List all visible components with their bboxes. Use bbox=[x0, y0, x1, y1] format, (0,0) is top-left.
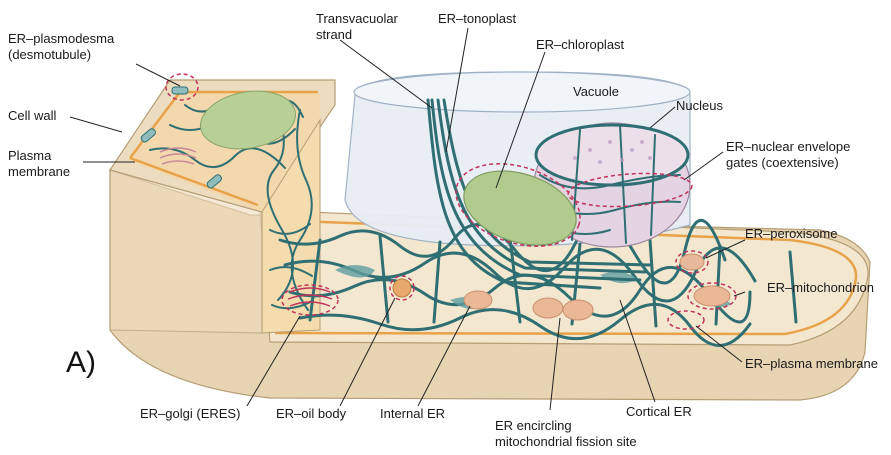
label-er-peroxisome: ER–peroxisome bbox=[745, 226, 838, 241]
label-vacuole: Vacuole bbox=[573, 84, 619, 99]
label-er-chloroplast: ER–chloroplast bbox=[536, 37, 625, 52]
label-er-plasmodesma: ER–plasmodesma bbox=[8, 31, 115, 46]
label-fission-site: mitochondrial fission site bbox=[495, 434, 637, 449]
label-plasma: Plasma bbox=[8, 148, 52, 163]
label-er-mitochondrion: ER–mitochondrion bbox=[767, 280, 874, 295]
label-strand: strand bbox=[316, 27, 352, 42]
label-er-nuclear-envelope: ER–nuclear envelope bbox=[726, 139, 850, 154]
label-er-tonoplast: ER–tonoplast bbox=[438, 11, 516, 26]
label-er-plasma-membrane: ER–plasma membrane bbox=[745, 356, 878, 371]
label-er-encircling: ER encircling bbox=[495, 418, 572, 433]
label-transvacuolar: Transvacuolar bbox=[316, 11, 399, 26]
label-er-golgi: ER–golgi (ERES) bbox=[140, 406, 240, 421]
label-membrane: membrane bbox=[8, 164, 70, 179]
panel-label: A) bbox=[66, 346, 96, 379]
label-gates-coextensive: gates (coextensive) bbox=[726, 155, 839, 170]
label-cell-wall: Cell wall bbox=[8, 108, 57, 123]
label-internal-er: Internal ER bbox=[380, 406, 445, 421]
label-cortical-er: Cortical ER bbox=[626, 404, 692, 419]
label-er-oil-body: ER–oil body bbox=[276, 406, 347, 421]
label-desmotubule: (desmotubule) bbox=[8, 47, 91, 62]
label-nucleus: Nucleus bbox=[676, 98, 723, 113]
